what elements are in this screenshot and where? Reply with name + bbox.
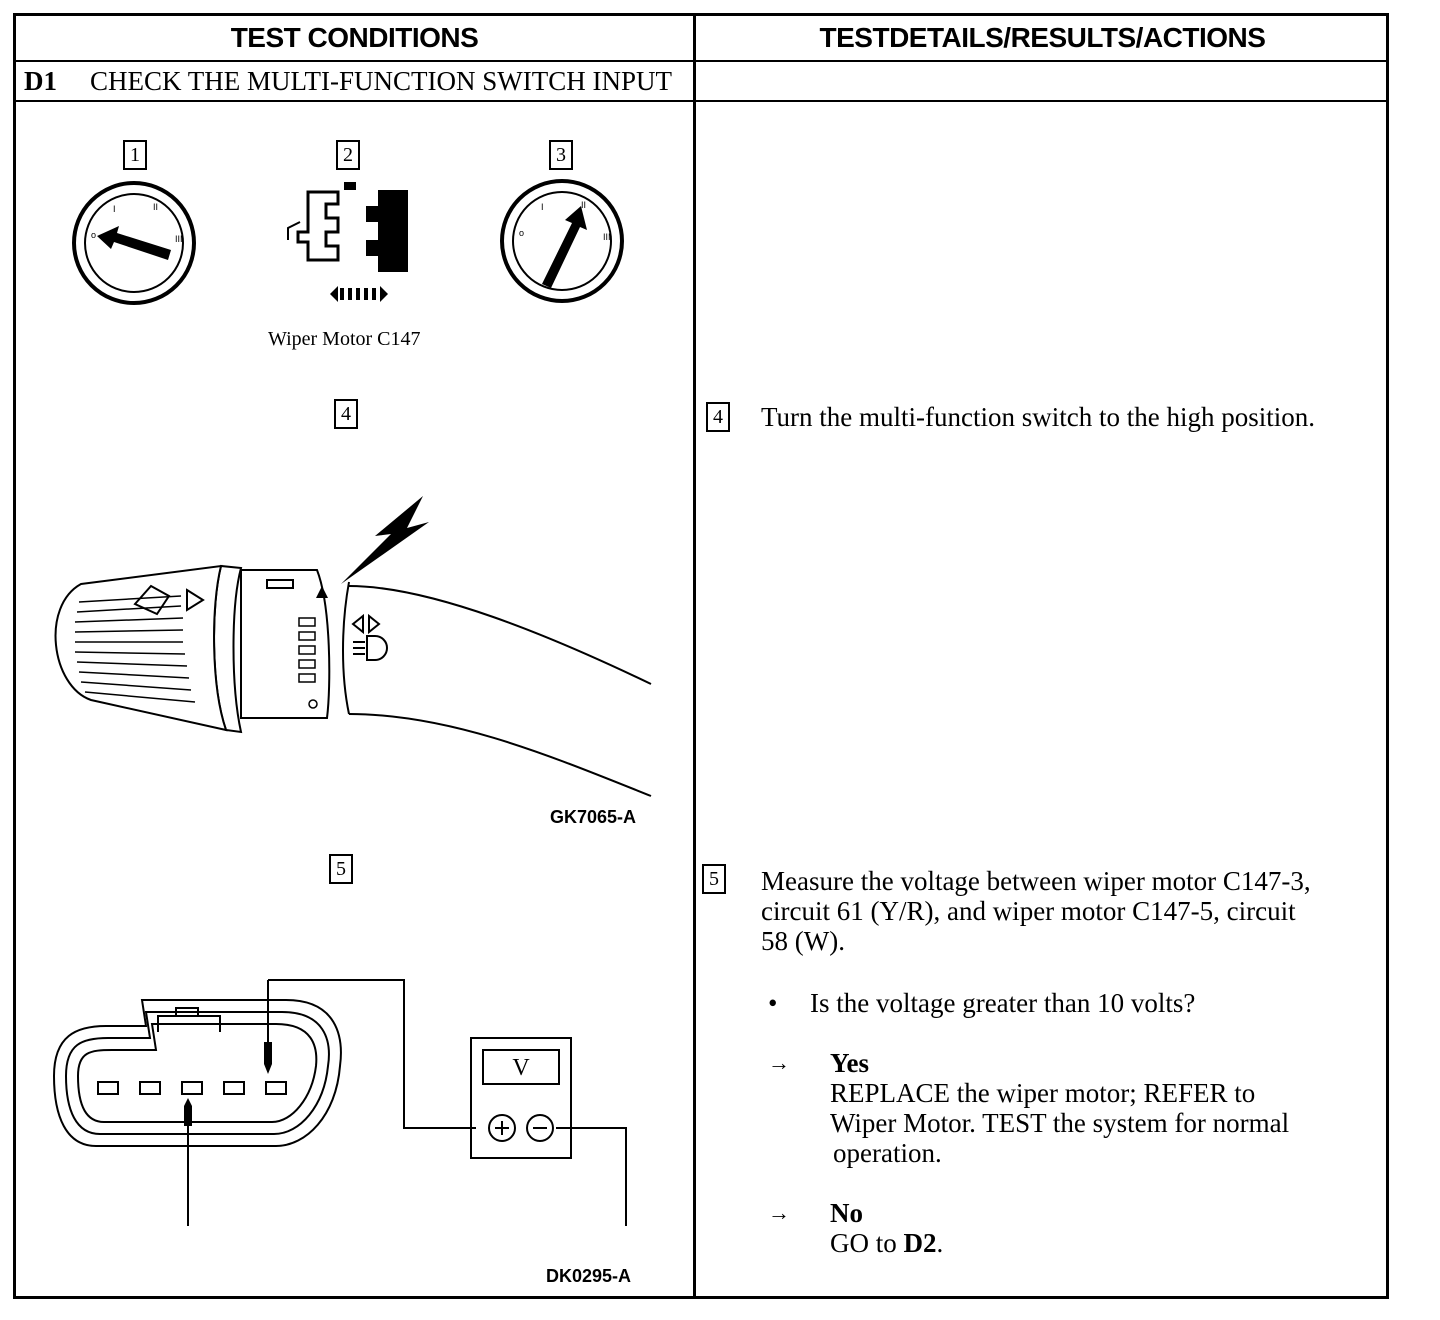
no-block: No GO to D2. xyxy=(830,1198,943,1258)
meter-label: V xyxy=(512,1055,530,1081)
multifunction-switch-icon xyxy=(54,496,652,797)
svg-text:I: I xyxy=(113,204,116,214)
step-label-5: 5 xyxy=(329,854,353,884)
step-5-line-1: Measure the voltage between wiper motor … xyxy=(761,866,1311,896)
svg-text:I: I xyxy=(541,202,544,212)
yes-line-1: REPLACE the wiper motor; REFER to xyxy=(830,1078,1256,1108)
svg-text:o: o xyxy=(91,230,96,240)
diagnostic-table: TEST CONDITIONS TESTDETAILS/RESULTS/ACTI… xyxy=(13,13,1389,1299)
section-divider xyxy=(16,100,1386,102)
yes-arrow-icon: → xyxy=(768,1050,790,1075)
svg-text:III: III xyxy=(603,232,611,242)
step-number-5: 5 xyxy=(702,864,726,894)
figure-code-1: GK7065-A xyxy=(550,807,637,827)
no-label: No xyxy=(830,1198,863,1228)
header-divider xyxy=(16,60,1386,62)
question-text: Is the voltage greater than 10 volts? xyxy=(810,988,1196,1018)
no-action-prefix: GO to xyxy=(830,1228,904,1258)
header-test-details: TESTDETAILS/RESULTS/ACTIONS xyxy=(819,22,1266,53)
yes-label: Yes xyxy=(830,1048,869,1078)
step-5-line-2: circuit 61 (Y/R), and wiper motor C147-5… xyxy=(761,896,1296,926)
svg-text:II: II xyxy=(153,202,158,212)
yes-line-2: Wiper Motor. TEST the system for normal xyxy=(830,1108,1290,1138)
section-id: D1 xyxy=(24,65,57,96)
figure-code-2: DK0295-A xyxy=(546,1266,632,1286)
ignition-off-icon: o I II III xyxy=(72,181,196,305)
svg-text:III: III xyxy=(175,234,183,244)
step-number-4: 4 xyxy=(706,402,730,432)
step-label-2: 2 xyxy=(336,140,360,170)
step-4-instruction: Turn the multi-function switch to the hi… xyxy=(761,402,1315,432)
svg-text:II: II xyxy=(581,200,586,210)
ignition-run-icon: o I II III xyxy=(500,179,624,303)
header-test-conditions: TEST CONDITIONS xyxy=(230,22,479,53)
step-5-line-3: 58 (W). xyxy=(761,926,845,956)
connector-caption: Wiper Motor C147 xyxy=(268,328,421,350)
section-title: CHECK THE MULTI-FUNCTION SWITCH INPUT xyxy=(90,65,672,96)
section-title-row: D1 CHECK THE MULTI-FUNCTION SWITCH INPUT xyxy=(24,62,672,100)
no-action: GO to D2. xyxy=(830,1228,943,1258)
step-label-4: 4 xyxy=(334,399,358,429)
column-divider xyxy=(693,16,696,1296)
voltmeter-wiring-icon: V xyxy=(52,979,627,1226)
no-arrow-icon: → xyxy=(768,1200,790,1225)
step-label-1: 1 xyxy=(123,140,147,170)
connector-icon xyxy=(287,182,408,302)
step-label-3: 3 xyxy=(549,140,573,170)
yes-line-3: operation. xyxy=(833,1138,942,1168)
svg-text:o: o xyxy=(519,228,524,238)
step-5-instruction: Measure the voltage between wiper motor … xyxy=(761,866,1381,956)
no-action-ref: D2 xyxy=(903,1228,937,1258)
yes-block: Yes REPLACE the wiper motor; REFER to Wi… xyxy=(830,1048,1390,1168)
bullet-dot-icon: • xyxy=(768,988,778,1018)
no-action-suffix: . xyxy=(936,1228,944,1258)
